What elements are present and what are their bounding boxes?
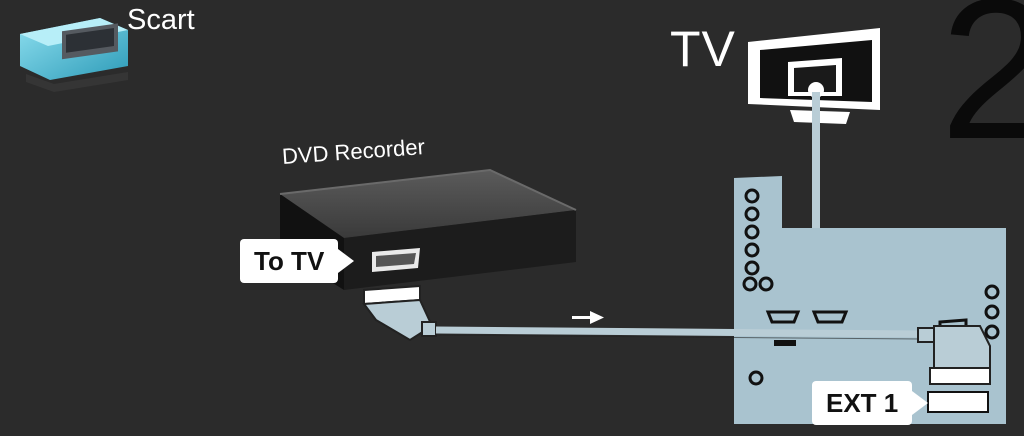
- scart-label: Scart: [127, 4, 195, 36]
- to-tv-callout: To TV: [240, 239, 355, 283]
- arrow-right-icon: [572, 311, 604, 324]
- dvd-recorder-icon: [279, 168, 577, 290]
- ext1-callout: EXT 1: [812, 381, 929, 425]
- dvd-scart-plug: [362, 284, 437, 342]
- step-number: 2: [940, 0, 1024, 181]
- tv-cable: [812, 92, 820, 232]
- scart-plug-icon: [20, 18, 128, 92]
- tv-label: TV: [670, 21, 736, 77]
- scart-cable: [435, 326, 921, 338]
- tv-scart-plug: [917, 325, 991, 385]
